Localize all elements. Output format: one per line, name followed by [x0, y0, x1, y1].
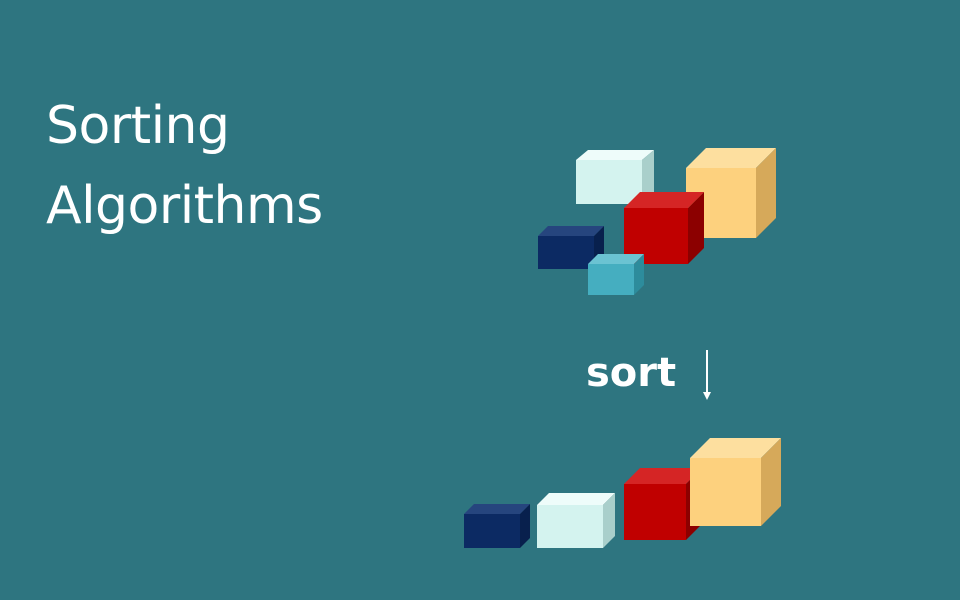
- unsorted-blocks: [538, 148, 776, 295]
- block-cyan-unsorted: [588, 254, 644, 295]
- block-navy-sorted: [464, 504, 530, 548]
- block-red-unsorted: [624, 192, 704, 264]
- block-navy-unsorted: [538, 226, 604, 269]
- block-mint-unsorted: [576, 150, 654, 204]
- title-line-2: Algorithms: [46, 176, 323, 236]
- title-line-1: Sorting: [46, 96, 230, 156]
- sort-label: sort: [586, 350, 677, 396]
- block-sand-sorted: [690, 438, 781, 526]
- block-mint-sorted: [537, 493, 615, 548]
- sorted-blocks: [464, 438, 781, 548]
- slide-title: Sorting Algorithms: [46, 86, 323, 246]
- down-arrow-icon: [703, 350, 711, 400]
